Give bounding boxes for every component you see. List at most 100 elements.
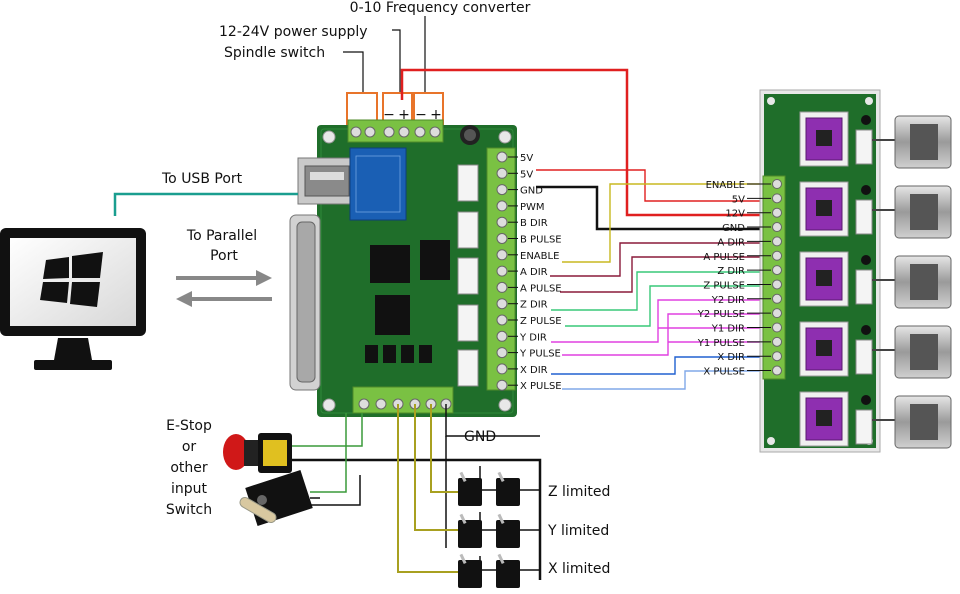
driver-screw (772, 293, 782, 304)
driver-pin-label: Y1 DIR (711, 324, 745, 335)
limit-switch-icons (458, 471, 520, 588)
driver-chip (816, 340, 832, 356)
right-terminal-screws (496, 151, 508, 391)
stepper-driver-module (805, 257, 843, 301)
wire-a-pulse (560, 256, 760, 293)
power-leader-line (392, 29, 401, 92)
power-plus-sign: + (398, 107, 410, 123)
right-screw (496, 363, 508, 375)
estop-label-0: E-Stop (166, 418, 212, 434)
wire-5v (536, 169, 760, 202)
wire-x-dir (551, 356, 760, 375)
right-screw (496, 184, 508, 196)
driver-screw (772, 279, 782, 290)
limit-switch-lever (459, 513, 467, 525)
driver-chip (816, 270, 832, 286)
limit-gnd-label: GND (464, 429, 496, 445)
driver-chip (816, 200, 832, 216)
freq-plus-sign: + (430, 107, 442, 123)
driver-pin-label: Y2 DIR (711, 295, 745, 306)
driver-screw (772, 365, 782, 376)
estop-label-3: input (171, 481, 208, 497)
driver-pin-label: X PULSE (703, 367, 745, 378)
reed-switch-icon (239, 470, 313, 526)
driver-screw (772, 222, 782, 233)
driver-screw (772, 193, 782, 204)
windows-logo-icon (40, 252, 103, 307)
estop-label-1: or (182, 439, 197, 455)
z-limited-label: Z limited (548, 484, 610, 500)
driver-terminal-screws (772, 179, 782, 376)
driver-screw (772, 207, 782, 218)
reed-black-wire (310, 475, 361, 506)
driver-pin-label: A PULSE (703, 252, 745, 263)
limit-switch-icon (496, 560, 520, 588)
estop-label-4: Switch (166, 502, 212, 518)
driver-screw (772, 179, 782, 189)
motor-connector (855, 199, 873, 235)
wire-enable (562, 183, 760, 263)
usb-port-label: To USB Port (161, 171, 243, 187)
controller-pin-label: GND (520, 186, 543, 197)
black-gnd-wire (536, 185, 760, 231)
estop-label-2: other (170, 460, 208, 476)
limit-switch-lever (459, 471, 467, 483)
controller-pin-label: ENABLE (520, 251, 559, 262)
controller-pin-label: PWM (520, 202, 545, 213)
controller-pin-label: X DIR (520, 365, 548, 376)
limit-signal-wires (397, 404, 458, 573)
wire-a-dir (550, 242, 760, 277)
usb-cable-line (113, 192, 298, 216)
freq-converter-label: 0-10 Frequency converter (350, 0, 531, 16)
driver-chip (816, 410, 832, 426)
driver-pin-label: 12V (725, 209, 745, 220)
right-screw (496, 200, 508, 212)
motor-body-band (910, 124, 938, 160)
right-screw (496, 347, 508, 359)
wire-z-dir (551, 271, 760, 311)
driver-pin-label: X DIR (717, 352, 745, 363)
right-screw (496, 249, 508, 261)
power-supply-label: 12-24V power supply (219, 24, 368, 40)
controller-pin-label: Z DIR (520, 300, 548, 311)
driver-pin-label: Z DIR (717, 266, 745, 277)
right-screw (496, 167, 508, 179)
controller-pin-label: Z PULSE (520, 316, 562, 327)
motor-connector (855, 269, 873, 305)
controller-pin-label: 5V (520, 153, 533, 164)
freq-minus-sign: − (415, 107, 427, 123)
motor-body-band (910, 194, 938, 230)
driver-cap (861, 185, 871, 195)
parallel-port-label-line2: Port (210, 248, 238, 264)
power-minus-sign: − (383, 107, 395, 123)
limit-switch-icon (496, 478, 520, 506)
motor-connector (855, 409, 873, 445)
driver-screw (772, 336, 782, 347)
driver-screw (772, 236, 782, 247)
controller-pin-label: A DIR (520, 267, 548, 278)
right-screw (496, 379, 508, 391)
right-screw (496, 265, 508, 277)
parallel-port-label-line1: To Parallel (186, 228, 257, 244)
controller-pin-label: Y PULSE (519, 349, 561, 360)
wire-z-pulse (565, 285, 760, 327)
driver-cap (861, 115, 871, 125)
controller-pin-label: 5V (520, 169, 533, 180)
estop-green-wire (292, 413, 363, 447)
driver-modules (799, 111, 873, 447)
controller-pin-label: A PULSE (520, 283, 562, 294)
driver-pin-label: GND (722, 223, 745, 234)
motor-connector (855, 339, 873, 375)
right-screw (496, 216, 508, 228)
reed-green-wire (310, 413, 347, 493)
wire-y-dir-y2 (551, 299, 760, 343)
y-limited-label: Y limited (547, 523, 609, 539)
limit-switch-icon (496, 520, 520, 548)
driver-cap (861, 255, 871, 265)
driver-pin-label: Z PULSE (703, 280, 745, 291)
parallel-arrows-icon (176, 270, 272, 307)
limit-switch-icon (458, 520, 482, 548)
